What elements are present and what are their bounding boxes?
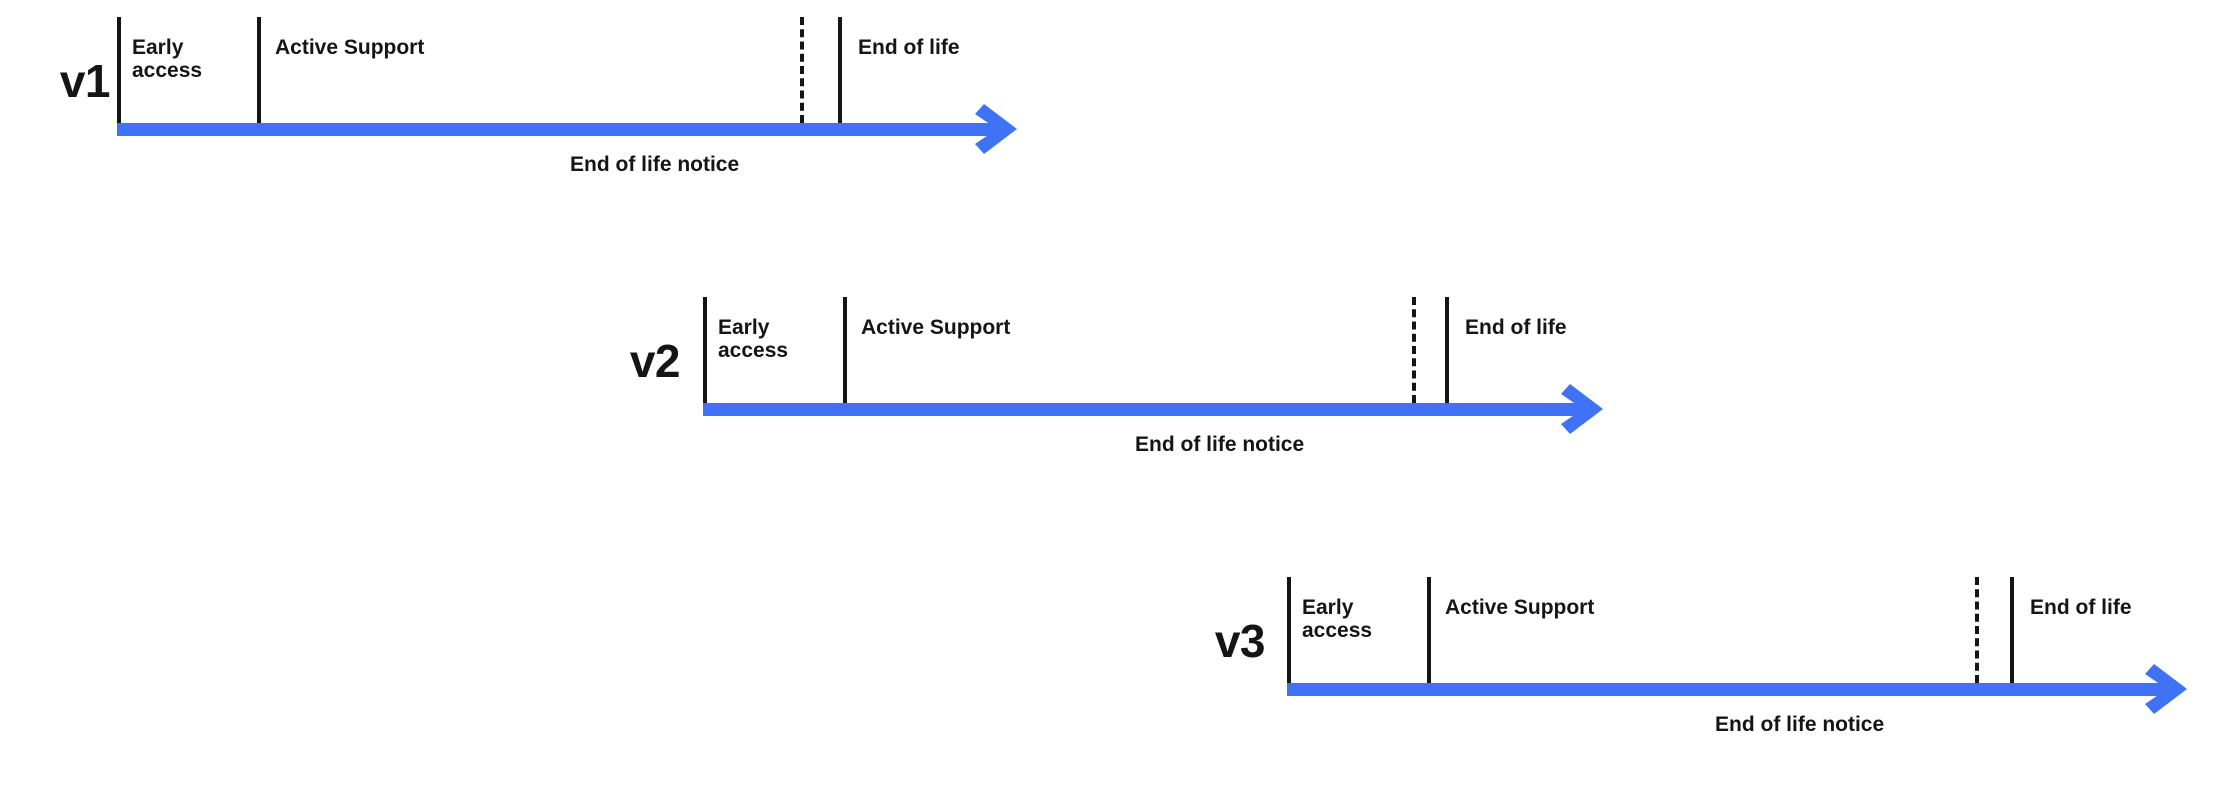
phase-divider-start-v3 (1287, 577, 1291, 683)
phase-label-active-support-v2: Active Support (861, 316, 1011, 340)
phase-label-early-access-v2: Early access (718, 315, 789, 363)
version-label-v3: v3 (1214, 615, 1266, 667)
timeline-arrow-head-v2 (1556, 380, 1614, 438)
phase-divider-eol-notice-v1 (800, 17, 804, 123)
lifecycle-track-v1 (117, 123, 997, 136)
notice-label-v1: End of life notice (570, 152, 740, 176)
phase-label-early-access-v3: Early access (1302, 595, 1373, 643)
version-label-v2: v2 (629, 335, 681, 387)
phase-label-early-access-v1: Early access (132, 35, 203, 83)
phase-label-end-of-life-v1: End of life (858, 36, 960, 60)
phase-divider-start-v1 (117, 17, 121, 123)
timeline-arrow-head-v1 (970, 100, 1028, 158)
lifecycle-track-v3 (1287, 683, 2167, 696)
phase-divider-active-support-v1 (257, 17, 261, 123)
timeline-row-v2: v2 Early access Active Support End of li… (590, 280, 1660, 480)
phase-divider-end-of-life-v2 (1445, 297, 1449, 403)
notice-label-v3: End of life notice (1715, 712, 1885, 736)
phase-label-active-support-v3: Active Support (1445, 596, 1595, 620)
version-label-v1: v1 (59, 55, 111, 107)
phase-divider-end-of-life-v3 (2010, 577, 2014, 683)
phase-divider-active-support-v2 (843, 297, 847, 403)
phase-label-end-of-life-v2: End of life (1465, 316, 1567, 340)
phase-divider-start-v2 (703, 297, 707, 403)
timeline-row-v3: v3 Early access Active Support End of li… (1175, 560, 2228, 760)
phase-divider-eol-notice-v2 (1412, 297, 1416, 403)
phase-divider-eol-notice-v3 (1975, 577, 1979, 683)
phase-label-end-of-life-v3: End of life (2030, 596, 2132, 620)
phase-divider-active-support-v3 (1427, 577, 1431, 683)
phase-label-active-support-v1: Active Support (275, 36, 425, 60)
timeline-row-v1: v1 Early access Active Support End of li… (20, 0, 1080, 200)
lifecycle-track-v2 (703, 403, 1583, 416)
notice-label-v2: End of life notice (1135, 432, 1305, 456)
phase-divider-end-of-life-v1 (838, 17, 842, 123)
timeline-arrow-head-v3 (2140, 660, 2198, 718)
